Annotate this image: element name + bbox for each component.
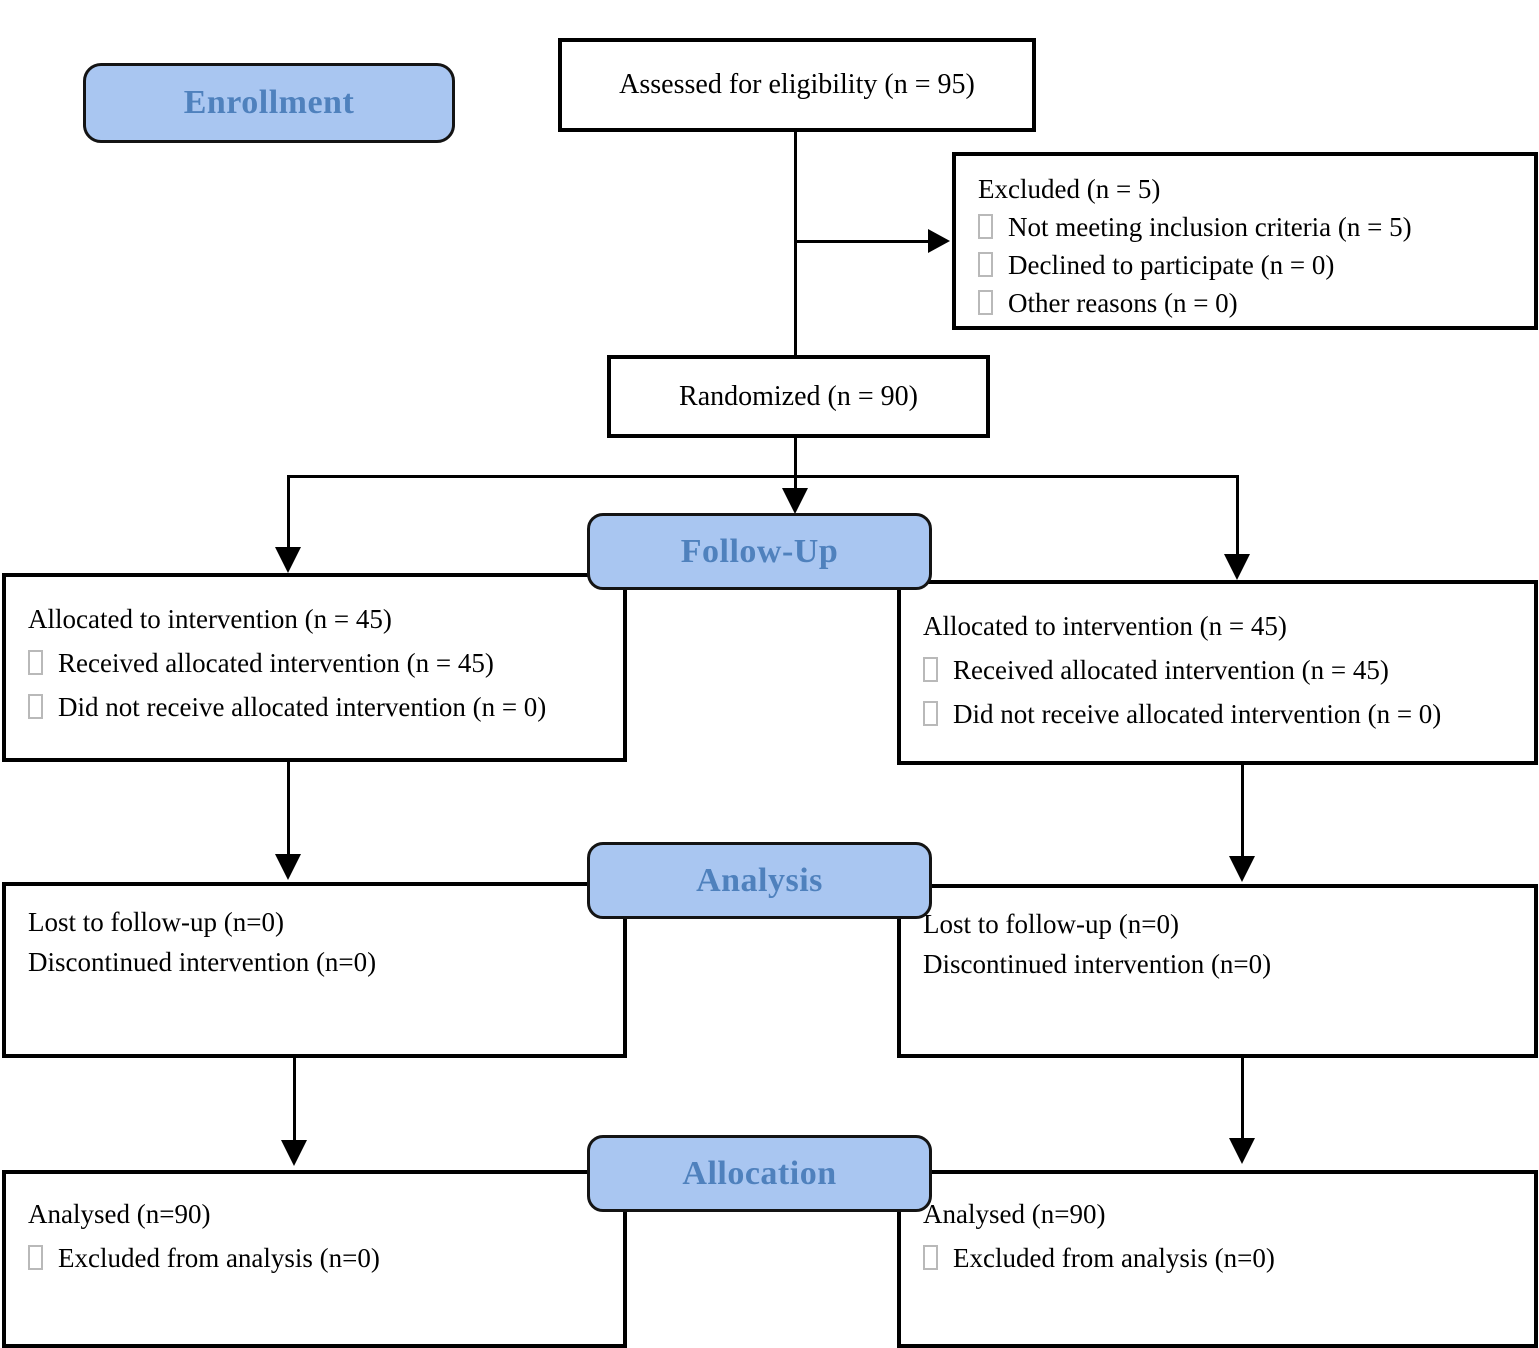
- connector-branch-to-allocated-left: [287, 475, 290, 549]
- allocated-left-box: Allocated to intervention (n = 45) Recei…: [2, 573, 627, 762]
- arrowhead-down-allocated-left-icon: [275, 547, 301, 573]
- randomized-box: Randomized (n = 90): [607, 355, 990, 438]
- square-bullet-icon: [978, 214, 993, 239]
- arrowhead-down-analysed-right-icon: [1229, 1138, 1255, 1164]
- analysed-right-item-text: Excluded from analysis (n=0): [953, 1243, 1275, 1273]
- enrollment-stage-label: Enrollment: [83, 63, 455, 143]
- square-bullet-icon: [28, 1245, 43, 1270]
- analysed-left-item: Excluded from analysis (n=0): [28, 1236, 613, 1280]
- connector-branch-to-allocated-right: [1236, 475, 1239, 556]
- allocated-right-item: Did not receive allocated intervention (…: [923, 692, 1524, 736]
- allocated-right-item: Received allocated intervention (n = 45): [923, 648, 1524, 692]
- randomized-text: Randomized (n = 90): [679, 380, 918, 412]
- followup-right-box: Lost to follow-up (n=0) Discontinued int…: [897, 884, 1538, 1058]
- allocated-left-item: Received allocated intervention (n = 45): [28, 641, 613, 685]
- analysed-left-item-text: Excluded from analysis (n=0): [58, 1243, 380, 1273]
- excluded-item: Not meeting inclusion criteria (n = 5): [978, 208, 1524, 246]
- square-bullet-icon: [923, 657, 938, 682]
- connector-to-excluded: [794, 240, 930, 243]
- square-bullet-icon: [28, 694, 43, 719]
- connector-followup-to-analysed-right: [1241, 1058, 1244, 1140]
- analysed-left-title: Analysed (n=90): [28, 1199, 211, 1229]
- branch-horizontal-line: [288, 475, 1239, 478]
- square-bullet-icon: [978, 252, 993, 277]
- arrowhead-down-analysed-left-icon: [281, 1140, 307, 1166]
- allocated-left-item-text: Did not receive allocated intervention (…: [58, 692, 547, 722]
- connector-allocated-to-followup-right: [1241, 765, 1244, 858]
- allocated-left-item-text: Received allocated intervention (n = 45): [58, 648, 494, 678]
- assessed-eligibility-box: Assessed for eligibility (n = 95): [558, 38, 1036, 132]
- followup-left-line: Discontinued intervention (n=0): [28, 947, 377, 977]
- allocated-right-item-text: Received allocated intervention (n = 45): [953, 655, 1389, 685]
- arrowhead-down-followup-label-icon: [782, 488, 808, 514]
- arrowhead-down-followup-right-icon: [1229, 856, 1255, 882]
- connector-assessed-to-randomized: [794, 132, 797, 355]
- connector-followup-to-analysed-left: [293, 1058, 296, 1142]
- allocation-stage-label: Allocation: [587, 1135, 932, 1212]
- allocated-right-item-text: Did not receive allocated intervention (…: [953, 699, 1442, 729]
- excluded-title: Excluded (n = 5): [978, 174, 1161, 204]
- analysed-right-box: Analysed (n=90) Excluded from analysis (…: [897, 1170, 1538, 1348]
- excluded-item-text: Not meeting inclusion criteria (n = 5): [1008, 212, 1412, 242]
- allocated-right-title: Allocated to intervention (n = 45): [923, 611, 1287, 641]
- connector-branch-to-followup-label: [794, 475, 797, 491]
- excluded-item: Declined to participate (n = 0): [978, 246, 1524, 284]
- allocated-left-item: Did not receive allocated intervention (…: [28, 685, 613, 729]
- allocated-left-title: Allocated to intervention (n = 45): [28, 604, 392, 634]
- square-bullet-icon: [28, 650, 43, 675]
- square-bullet-icon: [978, 290, 993, 315]
- excluded-item-text: Declined to participate (n = 0): [1008, 250, 1335, 280]
- connector-allocated-to-followup-left: [287, 762, 290, 856]
- assessed-eligibility-text: Assessed for eligibility (n = 95): [619, 69, 975, 100]
- followup-right-line: Lost to follow-up (n=0): [923, 909, 1179, 939]
- arrowhead-right-excluded-icon: [928, 229, 950, 253]
- followup-left-line: Lost to follow-up (n=0): [28, 907, 284, 937]
- connector-randomized-to-branch: [794, 438, 797, 475]
- excluded-item-text: Other reasons (n = 0): [1008, 288, 1238, 318]
- allocated-right-box: Allocated to intervention (n = 45) Recei…: [897, 580, 1538, 765]
- analysis-stage-label: Analysis: [587, 842, 932, 919]
- square-bullet-icon: [923, 701, 938, 726]
- followup-right-line: Discontinued intervention (n=0): [923, 949, 1272, 979]
- analysed-right-title: Analysed (n=90): [923, 1199, 1106, 1229]
- excluded-box: Excluded (n = 5) Not meeting inclusion c…: [952, 152, 1538, 330]
- followup-stage-label: Follow-Up: [587, 513, 932, 590]
- analysed-left-box: Analysed (n=90) Excluded from analysis (…: [2, 1170, 627, 1348]
- arrowhead-down-allocated-right-icon: [1224, 554, 1250, 580]
- followup-left-box: Lost to follow-up (n=0) Discontinued int…: [2, 882, 627, 1058]
- analysed-right-item: Excluded from analysis (n=0): [923, 1236, 1524, 1280]
- arrowhead-down-followup-left-icon: [275, 854, 301, 880]
- square-bullet-icon: [923, 1245, 938, 1270]
- excluded-item: Other reasons (n = 0): [978, 284, 1524, 322]
